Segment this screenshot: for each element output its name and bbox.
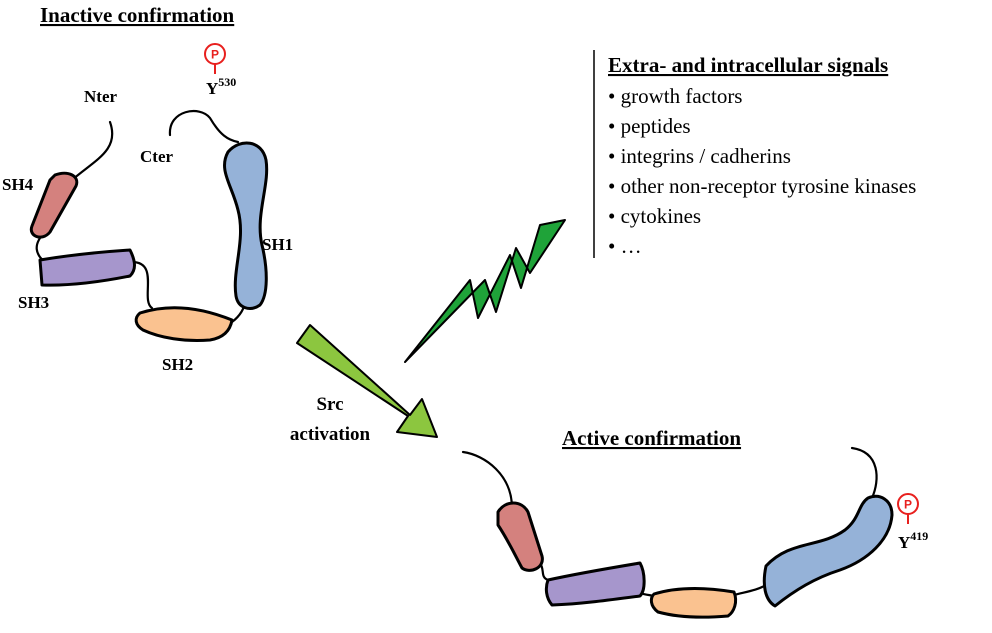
residue-letter: Y: [898, 533, 910, 552]
signal-item: • …: [608, 234, 642, 258]
sh3-domain-active: [544, 561, 646, 607]
activation-label-line1: Src: [316, 394, 343, 415]
sh2-domain-active: [649, 587, 738, 619]
sh3-domain-inactive: [38, 248, 136, 287]
active-title: Active confirmation: [562, 426, 741, 450]
cter-label: Cter: [140, 147, 173, 166]
sh3-sh2-linker: [130, 260, 154, 310]
residue-y530-label: Y530: [206, 75, 236, 98]
sh1-domain-active: [762, 494, 894, 608]
phospho-marker-label: P: [211, 48, 219, 62]
signal-lightning-icon: [404, 219, 566, 363]
sh4-domain-active: [496, 501, 544, 572]
sh1-label: SH1: [262, 235, 293, 254]
phospho-marker-circle: [897, 493, 919, 515]
active-nter-linker: [461, 450, 514, 510]
inactive-title: Inactive confirmation: [40, 3, 235, 27]
signal-item: • other non-receptor tyrosine kinases: [608, 174, 916, 198]
residue-y419-label: Y419: [898, 529, 928, 552]
phospho-marker-label: P: [904, 498, 912, 512]
signals-title: Extra- and intracellular signals: [608, 53, 888, 77]
signal-item: • growth factors: [608, 84, 742, 108]
sh1-domain-inactive: [223, 141, 269, 310]
residue-number: 530: [218, 75, 236, 89]
signal-item: • peptides: [608, 114, 691, 138]
active-cter-linker: [850, 446, 878, 500]
nter-linker: [70, 120, 114, 182]
sh4-label: SH4: [2, 175, 34, 194]
active-sh2-sh1-linker: [732, 583, 768, 597]
activation-label-line2: activation: [290, 424, 371, 445]
signal-item: • cytokines: [608, 204, 701, 228]
residue-number: 419: [910, 529, 928, 543]
cter-linker: [168, 109, 240, 144]
sh4-domain-inactive: [29, 171, 79, 239]
signal-item: • integrins / cadherins: [608, 144, 791, 168]
phospho-y419: P Y419: [897, 493, 928, 552]
phospho-y530: P Y530: [204, 43, 236, 98]
residue-letter: Y: [206, 79, 218, 98]
nter-label: Nter: [84, 87, 117, 106]
phospho-marker-circle: [204, 43, 226, 65]
sh2-domain-inactive: [134, 306, 234, 342]
sh2-label: SH2: [162, 355, 193, 374]
activation-arrow: [296, 324, 438, 438]
sh3-label: SH3: [18, 293, 49, 312]
